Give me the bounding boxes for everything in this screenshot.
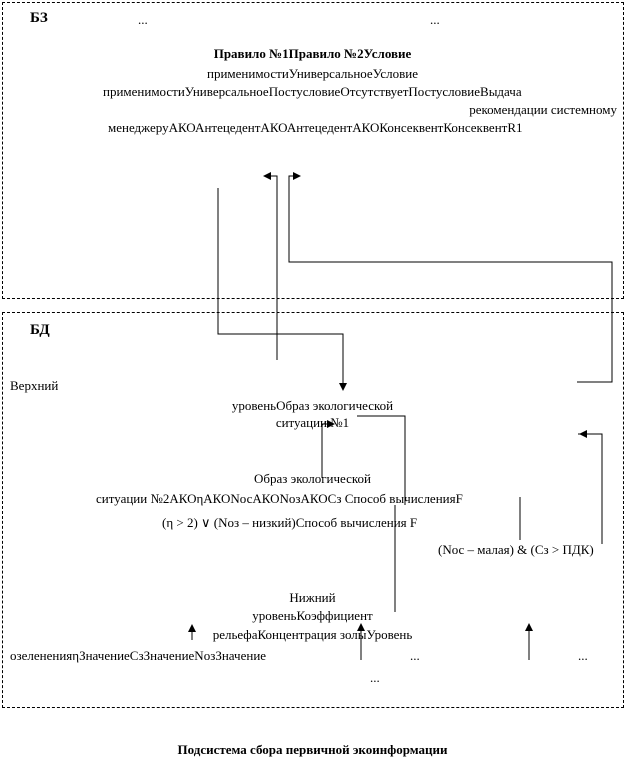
db-dots-2: ... [578,648,588,663]
rules-header: Правило №1Правило №2Условие [213,46,412,61]
db-lower-line2: уровеньКоэффициент [252,608,373,623]
db-condition1: (η > 2) ∨ (Nоз – низкий)Способ вычислени… [162,515,418,530]
connector-right-return [578,433,603,544]
kb-dots-right: ... [430,12,440,27]
footer-caption: Подсистема сбора первичной экоинформации [177,742,448,757]
db-image2-line2: ситуации №2АКОηАКОNосАКОNозАКОCз Способ … [96,491,463,506]
db-lower-line3: рельефаКонцентрация золыУровень [212,627,413,642]
connector-right-to-kb [288,172,613,383]
db-image2-line1: Образ экологической [253,471,371,486]
kb-rules-line5: менеджеруАКОАнтецедентАКОАнтецедентАКОКо… [108,120,523,135]
connector-kb-to-image1 [217,188,347,391]
db-upper-word: Верхний [10,378,59,393]
db-region [2,312,624,708]
connector-up-left [263,172,278,360]
db-upper-line1: уровеньОбраз экологической [231,398,394,413]
kb-rules-line3: применимостиУниверсальноеПостусловиеОтсу… [103,84,522,99]
db-dots-3: ... [370,670,380,685]
db-upper-line2: ситуации №1 [275,415,350,430]
db-lower-line1: Нижний [289,590,336,605]
kb-rules-line2: применимостиУниверсальноеУсловие [207,66,418,81]
kb-dots-left: ... [138,12,148,27]
kb-region [2,2,624,299]
connector-image1-right [357,415,406,505]
kb-rules-line1: Правило №1Правило №2Условие [100,46,525,62]
kb-rules-line4: рекомендации системному [469,102,617,117]
db-label: БД [30,322,50,338]
connector-image2-to-image1 [321,420,335,478]
db-condition2: (Nос – малая) & (Cз > ПДК) [438,542,594,557]
db-lower-line4: озелененияηЗначениеCзЗначениеNозЗначение [10,648,267,663]
kb-label: БЗ [30,10,48,26]
db-dots-1: ... [410,648,420,663]
